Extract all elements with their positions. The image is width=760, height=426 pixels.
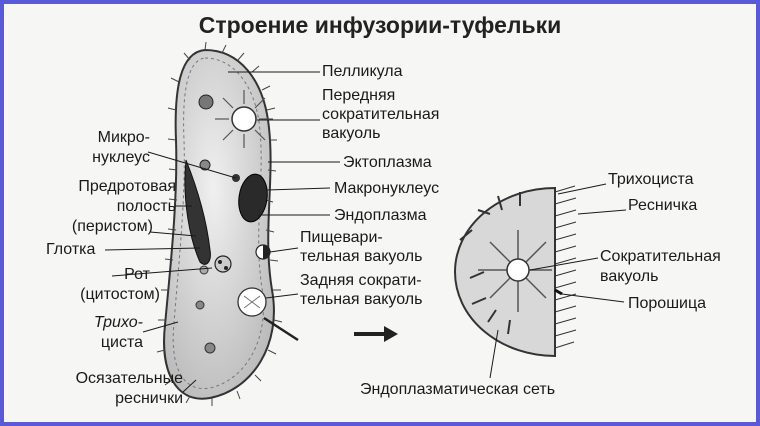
arrow-icon <box>354 326 398 342</box>
label-contractile-vacuole-1: Сократительная <box>600 248 721 265</box>
food-vacuole-top <box>198 94 214 110</box>
label-endoplasmic-network: Эндоплазматическая сеть <box>360 381 556 398</box>
page-title: Строение инфузории-туфельки <box>198 12 562 38</box>
label-trichocyst-left-2: циста <box>100 334 143 351</box>
label-digestive-vacuole-1: Пищевари- <box>300 229 383 246</box>
label-micronucleus-1: Микро- <box>97 129 150 146</box>
leader-lines <box>104 71 340 393</box>
label-peristome-2: полость <box>116 198 176 215</box>
label-trichocyst-left-1: Трихо- <box>93 314 143 331</box>
macronucleus <box>238 173 268 223</box>
label-mouth-1: Рот <box>124 266 150 283</box>
posterior-contractile-vacuole <box>237 287 267 317</box>
label-pellicle: Пелликула <box>322 63 403 80</box>
label-peristome-1: Предротовая <box>78 178 176 195</box>
anterior-contractile-vacuole <box>215 90 273 148</box>
label-ectoplasm: Эктоплазма <box>343 154 432 171</box>
food-vacuole-mid <box>199 159 211 171</box>
label-contractile-vacuole-2: вакуоль <box>600 268 659 285</box>
label-trichocyst-right: Трихоциста <box>608 171 694 188</box>
label-tactile-cilia-1: Осязательные <box>75 370 183 387</box>
label-micronucleus-2: нуклеус <box>92 149 150 166</box>
label-mouth-2: (цитостом) <box>80 286 160 303</box>
peristome <box>184 159 211 265</box>
label-posterior-vacuole-2: тельная вакуоль <box>300 291 423 308</box>
cilia <box>156 41 283 406</box>
label-macronucleus: Макронуклеус <box>334 180 440 197</box>
label-pore: Порошица <box>628 295 707 312</box>
label-endoplasm: Эндоплазма <box>334 207 427 224</box>
label-cilium: Ресничка <box>628 197 698 214</box>
label-digestive-vacuole-2: тельная вакуоль <box>300 248 423 265</box>
label-anterior-vacuole-1: Передняя <box>322 87 396 104</box>
digestive-vacuoles <box>195 244 271 354</box>
label-pharynx: Глотка <box>46 241 96 258</box>
label-posterior-vacuole-1: Задняя сократи- <box>300 272 422 289</box>
enlarged-vacuole-view <box>454 183 627 379</box>
label-anterior-vacuole-2: сократительная <box>322 106 440 123</box>
label-anterior-vacuole-3: вакуоль <box>322 125 381 142</box>
label-peristome-3: (перистом) <box>71 218 153 235</box>
cell-body <box>163 48 275 400</box>
trichocyst <box>263 316 299 342</box>
label-tactile-cilia-2: реснички <box>115 390 183 407</box>
